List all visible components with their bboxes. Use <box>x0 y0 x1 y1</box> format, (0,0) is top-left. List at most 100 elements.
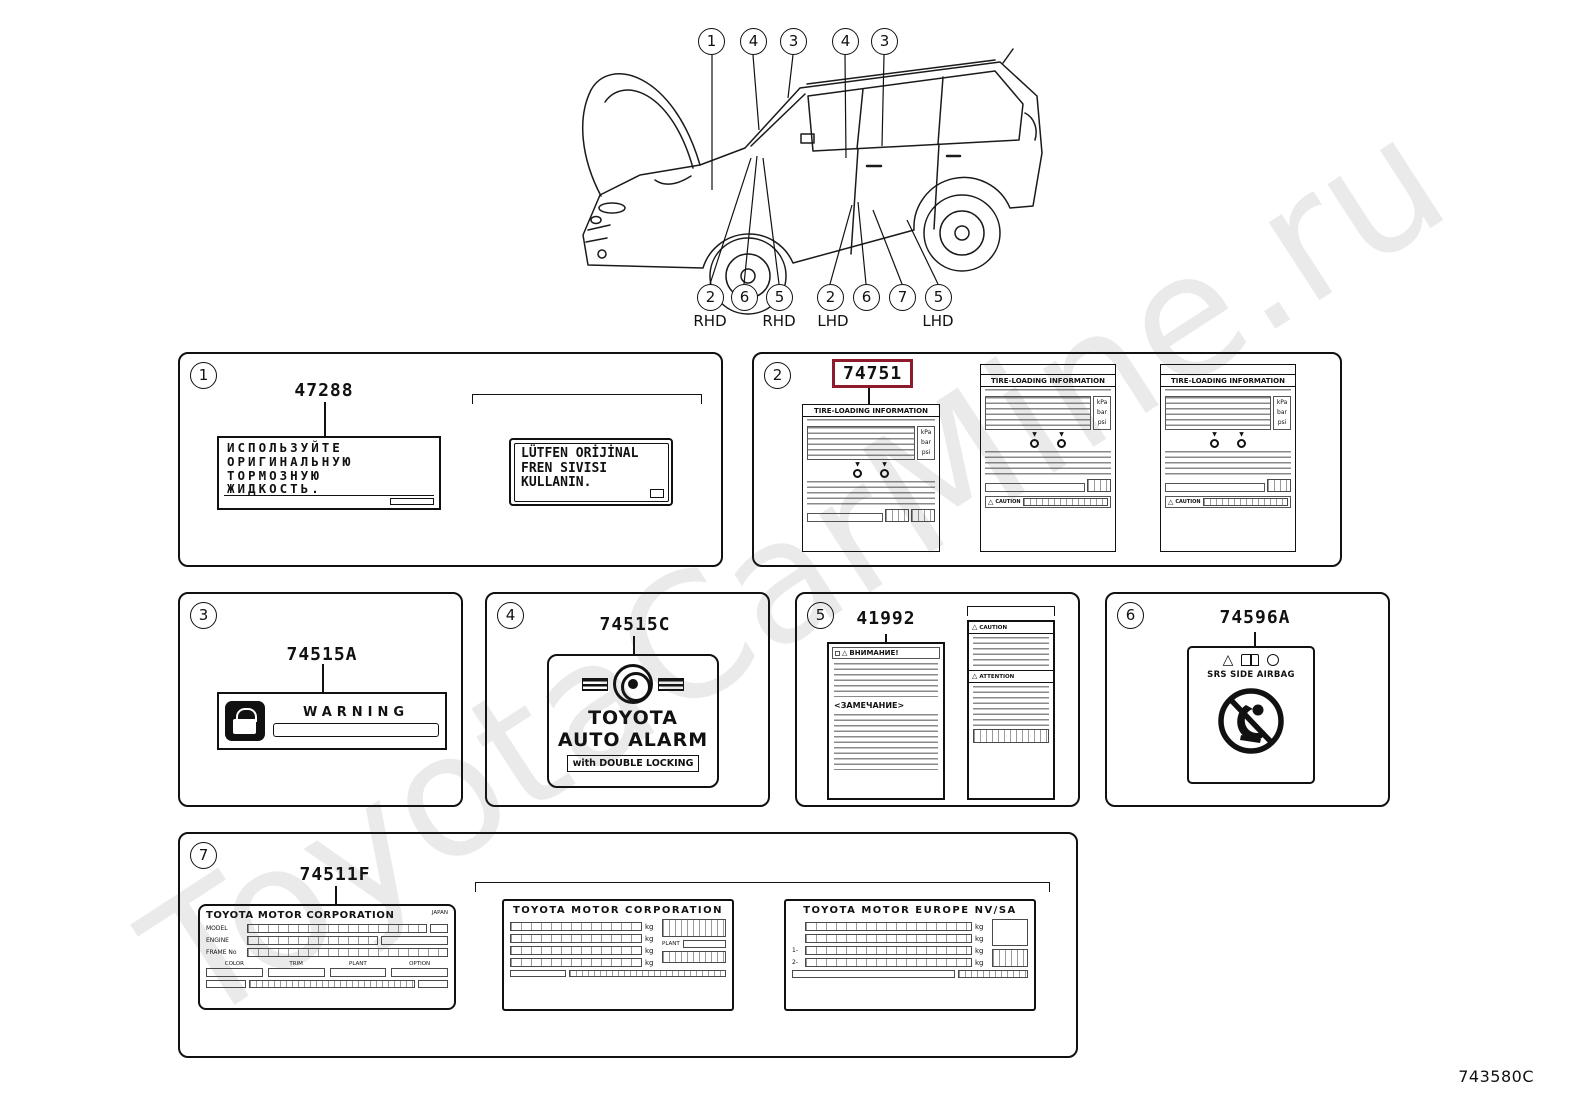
part-number-74596A[interactable]: 74596A <box>1219 607 1291 628</box>
callout-bottom-6a[interactable]: 6 <box>731 284 758 311</box>
caution-text: CAUTION <box>995 499 1021 505</box>
part-number-74515A[interactable]: 74515A <box>286 644 358 665</box>
leader-tick <box>324 402 326 436</box>
col-label: OPTION <box>409 961 431 967</box>
mini-grid <box>911 509 935 522</box>
weight-row: kg <box>510 946 657 955</box>
circle-icon <box>1267 654 1280 666</box>
position-label-rhd-1: RHD <box>693 312 727 330</box>
col-label: COLOR <box>224 961 244 967</box>
field-box <box>682 940 726 948</box>
warning-triangle-icon: △ <box>842 648 848 657</box>
auto-alarm-label: TOYOTA AUTO ALARM with DOUBLE LOCKING <box>547 654 719 788</box>
mini-grid <box>1022 498 1108 506</box>
warning-triangle-icon: △ <box>988 497 994 506</box>
field-box <box>805 958 972 967</box>
callout-bottom-6b[interactable]: 6 <box>853 284 880 311</box>
unit-psi: psi <box>1277 419 1287 426</box>
plant-row: PLANT <box>662 940 726 948</box>
field-box <box>510 970 566 977</box>
down-arrow-icon: ▼ <box>855 461 860 468</box>
part-number-41992[interactable]: 41992 <box>856 608 916 629</box>
weight-rows: kg kg 1-kg 2-kg <box>792 919 987 967</box>
plate-row-engine: ENGINE <box>206 936 448 945</box>
plate-col-plant: PLANT <box>329 961 387 977</box>
plate-row-frame: FRAME No <box>206 948 448 957</box>
attention-header: △ ВНИМАНИЕ! <box>832 647 940 659</box>
field-box <box>510 934 642 943</box>
mini-grid <box>973 729 1049 743</box>
panel-4-number: 4 <box>497 602 524 629</box>
label-text-line: ОРИГИНАЛЬНУЮ <box>227 453 354 469</box>
label-text-line: FREN SIVISI <box>521 460 608 476</box>
field-box <box>329 968 387 977</box>
callout-bottom-7[interactable]: 7 <box>889 284 916 311</box>
down-arrow-icon: ▼ <box>1239 431 1244 438</box>
col-label: TRIM <box>289 961 303 967</box>
no-child-seat-icon <box>1218 688 1284 754</box>
field-box <box>418 980 448 988</box>
field-box <box>985 483 1085 492</box>
label-text-line: ТОРМОЗНУЮ <box>227 467 322 483</box>
callout-bottom-5b[interactable]: 5 <box>925 284 952 311</box>
text-lines <box>1165 451 1291 475</box>
down-arrow-icon: ▼ <box>882 461 887 468</box>
panel-2-number: 2 <box>764 362 791 389</box>
text-lines <box>1165 389 1291 394</box>
callout-bottom-5a[interactable]: 5 <box>766 284 793 311</box>
part-number-47288[interactable]: 47288 <box>294 380 354 401</box>
leader-tick <box>335 886 337 904</box>
alarm-text: AUTO ALARM <box>557 729 709 751</box>
text-lines <box>834 714 938 770</box>
row-label: MODEL <box>206 925 228 932</box>
tire-label-body: kPa bar psi <box>1165 396 1291 430</box>
weight-row: kg <box>510 958 657 967</box>
field-box <box>510 922 642 931</box>
panel-5-number: 5 <box>807 602 834 629</box>
panel-4: 4 74515C TOYOTA AUTO ALARM with DOUBLE L… <box>485 592 770 807</box>
kg-unit: kg <box>975 922 984 931</box>
siren-bracket-icon <box>658 677 684 691</box>
wheel-icon <box>1237 439 1246 448</box>
tire-icon: ▼ <box>880 462 889 478</box>
panel-7: 7 74511F TOYOTA MOTOR CORPORATION JAPAN … <box>178 832 1078 1058</box>
callout-top-3a[interactable]: 3 <box>780 28 807 55</box>
tire-icons: ▼ ▼ <box>803 462 939 478</box>
tire-label-body: kPa bar psi <box>985 396 1111 430</box>
text-lines <box>807 419 935 424</box>
bracket-line <box>980 364 1116 374</box>
field-box <box>430 924 448 933</box>
plate-bottom-row <box>792 970 1028 978</box>
row-label: ENGINE <box>206 937 229 944</box>
callout-top-4b[interactable]: 4 <box>832 28 859 55</box>
field-box <box>267 968 325 977</box>
tire-icon: ▼ <box>1210 432 1219 448</box>
plate-col-trim: TRIM <box>267 961 325 977</box>
mini-grid <box>662 919 726 937</box>
callout-top-1[interactable]: 1 <box>698 28 725 55</box>
weight-plate-europe: TOYOTA MOTOR EUROPE NV/SA kg kg 1-kg 2-k… <box>784 899 1036 1011</box>
attention-text: ATTENTION <box>979 673 1015 680</box>
callout-bottom-2b[interactable]: 2 <box>817 284 844 311</box>
weight-rows: kg kg kg kg <box>510 919 657 967</box>
text-lines <box>985 389 1111 394</box>
tire-icon: ▼ <box>1057 432 1066 448</box>
callout-bottom-2a[interactable]: 2 <box>697 284 724 311</box>
callout-top-4a[interactable]: 4 <box>740 28 767 55</box>
callout-top-3b[interactable]: 3 <box>871 28 898 55</box>
bracket-line <box>967 606 1055 616</box>
part-number-74511F[interactable]: 74511F <box>299 864 371 885</box>
leader-tick <box>868 388 870 404</box>
position-label-rhd-2: RHD <box>762 312 796 330</box>
down-arrow-icon: ▼ <box>1059 431 1064 438</box>
part-number-74515C[interactable]: 74515C <box>599 614 671 635</box>
kg-unit: kg <box>645 934 654 943</box>
country-text: JAPAN <box>431 910 448 916</box>
table-row <box>1165 479 1291 492</box>
caution-strip: △ CAUTION <box>1165 496 1291 508</box>
brand-text: TOYOTA <box>588 707 678 729</box>
siren-rings-icon <box>613 664 653 704</box>
part-number-74751-highlighted[interactable]: 74751 <box>832 359 914 388</box>
tire-icon: ▼ <box>1237 432 1246 448</box>
